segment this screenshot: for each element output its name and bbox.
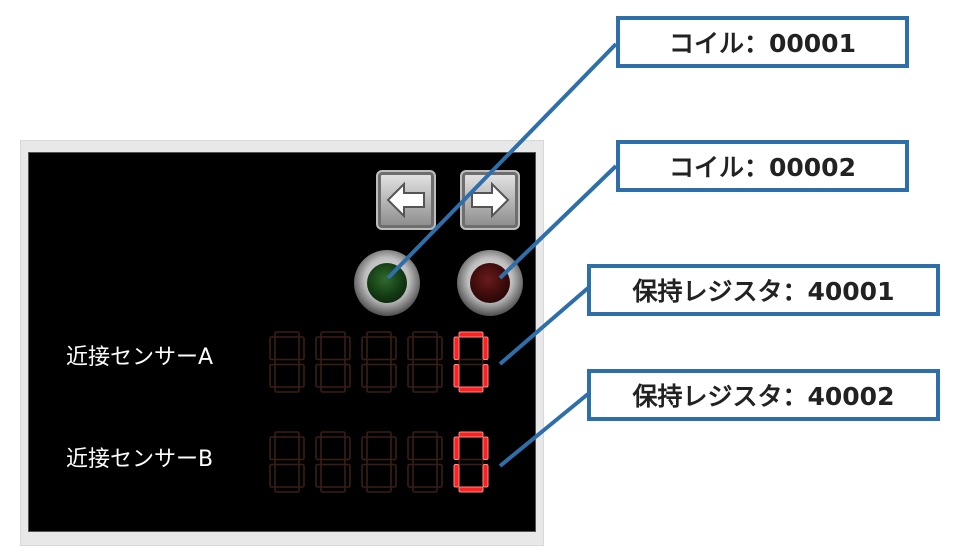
segment-g: [274, 358, 300, 366]
segment-d: [274, 386, 300, 393]
segment-f: [453, 436, 460, 460]
segment-e: [407, 463, 414, 488]
segment-b: [390, 336, 397, 361]
segment-a: [274, 331, 300, 338]
segment-d: [412, 386, 438, 393]
segment-f: [269, 336, 276, 361]
segment-c: [482, 464, 489, 488]
segment-f: [453, 336, 460, 360]
segment-b: [436, 336, 443, 361]
segment-c: [482, 364, 489, 388]
segment-c: [436, 463, 443, 488]
segment-d: [366, 386, 392, 393]
segment-c: [390, 463, 397, 488]
segment-e: [315, 363, 322, 388]
segment-b: [298, 336, 305, 361]
segment-d: [458, 486, 484, 493]
segment-e: [361, 463, 368, 488]
segment-b: [344, 336, 351, 361]
segment-f: [407, 336, 414, 361]
segment-c: [344, 463, 351, 488]
segment-b: [436, 436, 443, 461]
segment-a: [412, 331, 438, 338]
segment-c: [344, 363, 351, 388]
segment-a: [366, 431, 392, 438]
segment-d: [320, 486, 346, 493]
digit-lit: [453, 331, 489, 393]
arrow-right-icon: [471, 181, 510, 219]
segment-a: [274, 431, 300, 438]
coil-1-lamp[interactable]: [354, 250, 420, 316]
segment-e: [407, 363, 414, 388]
connector-coil-2: [498, 164, 618, 280]
segment-b: [482, 336, 489, 360]
digit-dim: [315, 331, 351, 393]
segment-a: [366, 331, 392, 338]
segment-c: [390, 363, 397, 388]
segment-a: [320, 431, 346, 438]
segment-a: [458, 331, 484, 338]
segment-a: [412, 431, 438, 438]
segment-b: [482, 436, 489, 460]
segment-c: [298, 363, 305, 388]
sensor-a-label: 近接センサーA: [66, 345, 214, 370]
segment-g: [458, 358, 484, 366]
segment-d: [320, 386, 346, 393]
connector-register-1: [498, 286, 590, 366]
sensor-a-display: [269, 331, 489, 393]
segment-d: [412, 486, 438, 493]
segment-f: [269, 436, 276, 461]
digit-dim: [315, 431, 351, 493]
digit-dim: [407, 331, 443, 393]
segment-b: [390, 436, 397, 461]
callout-register-1: 保持レジスタ：40001: [587, 264, 940, 316]
segment-g: [458, 458, 484, 466]
segment-f: [315, 336, 322, 361]
coil-2-lamp[interactable]: [457, 250, 523, 316]
digit-lit: [453, 431, 489, 493]
segment-g: [412, 458, 438, 466]
segment-a: [458, 431, 484, 438]
callout-coil-2: コイル：00002: [616, 140, 909, 192]
callout-coil-1: コイル：00001: [616, 16, 909, 68]
digit-dim: [407, 431, 443, 493]
connector-coil-1: [386, 42, 618, 280]
segment-d: [366, 486, 392, 493]
segment-f: [361, 336, 368, 361]
arrow-left-icon: [386, 181, 425, 219]
segment-f: [407, 436, 414, 461]
segment-d: [458, 386, 484, 393]
segment-c: [298, 463, 305, 488]
segment-b: [344, 436, 351, 461]
segment-a: [320, 331, 346, 338]
sensor-b-display: [269, 431, 489, 493]
segment-e: [453, 364, 460, 388]
segment-e: [269, 463, 276, 488]
segment-g: [320, 358, 346, 366]
segment-g: [366, 358, 392, 366]
segment-e: [315, 463, 322, 488]
segment-e: [269, 363, 276, 388]
segment-g: [366, 458, 392, 466]
segment-f: [361, 436, 368, 461]
digit-dim: [269, 331, 305, 393]
digit-dim: [269, 431, 305, 493]
digit-dim: [361, 431, 397, 493]
segment-c: [436, 363, 443, 388]
segment-e: [361, 363, 368, 388]
segment-d: [274, 486, 300, 493]
segment-f: [315, 436, 322, 461]
segment-e: [453, 464, 460, 488]
segment-g: [320, 458, 346, 466]
digit-dim: [361, 331, 397, 393]
connector-register-2: [498, 392, 590, 468]
arrow-left-button[interactable]: [376, 170, 436, 230]
segment-b: [298, 436, 305, 461]
segment-g: [412, 358, 438, 366]
segment-g: [274, 458, 300, 466]
callout-register-2: 保持レジスタ：40002: [587, 369, 940, 421]
sensor-b-label: 近接センサーB: [66, 447, 214, 472]
